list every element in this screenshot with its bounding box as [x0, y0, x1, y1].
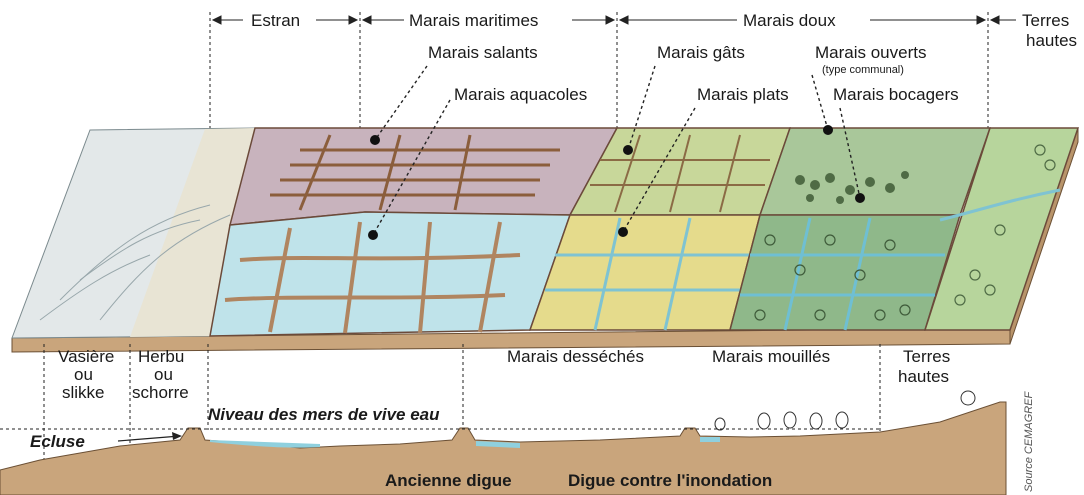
region-marais-salants [229, 127, 619, 226]
gats-ditches [590, 134, 770, 213]
mudflat-channels [39, 204, 231, 321]
zone-arrows-top [211, 15, 1016, 25]
label-type-communal: (type communal) [822, 64, 904, 76]
ecluse-arrow-head [172, 432, 182, 440]
terres-stream [939, 188, 1061, 222]
label-marais-doux: Marais doux [743, 11, 836, 30]
label-terres-top-1: Terres [1022, 11, 1069, 30]
label-marais-plats: Marais plats [697, 85, 789, 104]
region-terres-hautes [923, 127, 1080, 331]
label-vasiere-1: Vasière [58, 347, 114, 366]
label-terres-bottom-1: Terres [903, 347, 950, 366]
label-herbu-1: Herbu [138, 347, 184, 366]
bocagers-hedges [754, 234, 911, 321]
label-marais-gats: Marais gâts [657, 43, 745, 62]
label-herbu-3: schorre [132, 383, 189, 402]
callout-dots [368, 125, 865, 240]
label-ecluse: Ecluse [30, 432, 85, 451]
label-niveau-mers: Niveau des mers de vive eau [208, 405, 440, 424]
zone-separators-top [209, 12, 989, 132]
profile-soil [0, 401, 1007, 495]
profile-water [210, 437, 720, 448]
label-marais-bocagers: Marais bocagers [833, 85, 959, 104]
profile-trees [714, 390, 976, 431]
label-vasiere-3: slikke [62, 383, 105, 402]
label-estran: Estran [251, 11, 300, 30]
ouverts-trees [795, 171, 909, 204]
label-digue-inondation: Digue contre l'inondation [568, 471, 772, 490]
aquaculture-dikes [224, 221, 521, 334]
label-terres-top-2: hautes [1026, 31, 1077, 50]
label-ancienne-digue: Ancienne digue [385, 471, 512, 490]
label-marais-desseches: Marais desséchés [507, 347, 644, 366]
region-marais-ouverts [758, 127, 992, 216]
label-marais-ouverts: Marais ouverts [815, 43, 926, 62]
label-marais-salants: Marais salants [428, 43, 538, 62]
label-herbu-2: ou [154, 365, 173, 384]
label-marais-maritimes: Marais maritimes [409, 11, 538, 30]
ecluse-arrow-line [117, 435, 181, 442]
salt-pan-dikes [270, 134, 560, 211]
label-marais-mouilles: Marais mouillés [712, 347, 830, 366]
label-vasiere-2: ou [74, 365, 93, 384]
label-marais-aquacoles: Marais aquacoles [454, 85, 587, 104]
terres-trees [954, 144, 1056, 306]
label-terres-bottom-2: hautes [898, 367, 949, 386]
region-herbu [130, 128, 255, 337]
region-marais-plats [528, 214, 761, 331]
region-marais-aquacoles [209, 211, 572, 337]
callout-leaders [372, 65, 861, 236]
plats-channels [545, 217, 750, 331]
label-source: Source CEMAGREF [1023, 390, 1035, 492]
